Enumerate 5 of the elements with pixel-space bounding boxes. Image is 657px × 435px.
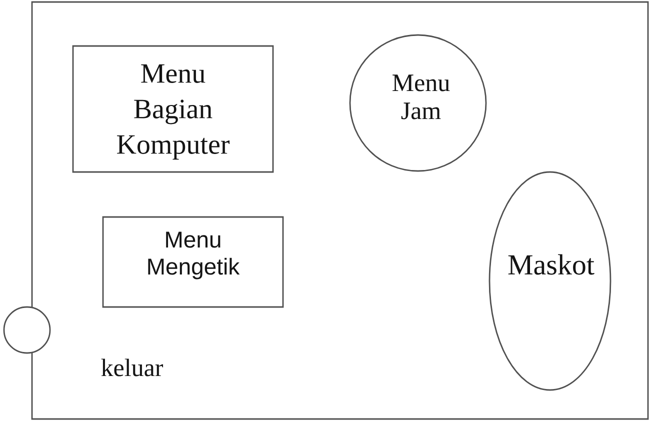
menu-box: Menu Bagian Komputer — [72, 45, 274, 173]
menu-box: Menu Mengetik — [102, 216, 284, 308]
round-button — [3, 306, 51, 354]
text-label: keluar — [101, 358, 164, 376]
oval: Maskot — [488, 171, 612, 391]
